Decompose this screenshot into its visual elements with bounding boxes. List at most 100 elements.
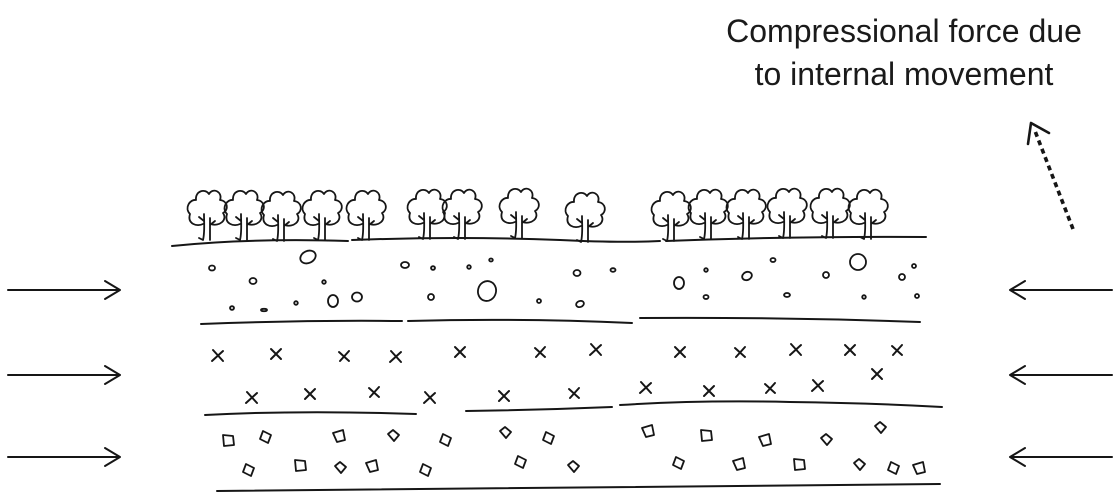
pebble-layer (208, 249, 920, 313)
boulder (820, 433, 833, 446)
annotation-label: Compressional force due to internal move… (726, 13, 1082, 92)
pebble (430, 265, 436, 271)
pebble (703, 267, 709, 273)
pebble (248, 277, 258, 285)
pebble (477, 280, 497, 302)
tree (406, 188, 448, 240)
pebble (898, 273, 906, 281)
pebble (769, 257, 777, 263)
boulder (732, 457, 746, 471)
pebble (673, 276, 685, 290)
tree (766, 187, 808, 239)
x-mark (534, 346, 546, 358)
boulder (887, 461, 900, 475)
boulder (439, 433, 452, 447)
boulder (700, 429, 713, 442)
x-mark (304, 388, 316, 400)
x-mark (703, 385, 715, 397)
internal-force-arrow-head (1026, 121, 1051, 146)
boulder (853, 458, 866, 471)
tree (345, 189, 387, 241)
boulder (419, 463, 432, 477)
pebble (229, 305, 235, 311)
x-mark (211, 349, 224, 362)
boulder (387, 429, 400, 442)
pebble (260, 307, 268, 313)
compression-arrow-right-bottom (1009, 447, 1113, 467)
annotation-line-1: Compressional force due (726, 13, 1082, 49)
pebble (321, 279, 327, 285)
pebble (783, 292, 791, 298)
x-mark (844, 344, 856, 356)
tree (650, 190, 692, 242)
internal-force-arrow-shaft (1033, 130, 1075, 230)
boulder (294, 459, 307, 472)
boulder (332, 429, 346, 443)
x-mark (764, 382, 776, 394)
tree (725, 188, 767, 240)
pebble (208, 264, 216, 272)
tree-row (186, 187, 889, 243)
x-mark (368, 386, 380, 398)
tree (498, 187, 540, 239)
boulder (641, 424, 655, 438)
boulder (514, 455, 527, 469)
pebble (822, 271, 830, 279)
layer-boundary-lower (204, 400, 943, 416)
pebble (427, 293, 435, 301)
tree (564, 191, 606, 243)
x-mark (389, 350, 402, 363)
tree (223, 189, 265, 241)
pebble (293, 300, 299, 306)
pebble (914, 293, 920, 299)
ground-surface (171, 235, 927, 247)
crystalline-layer (211, 343, 903, 404)
boulder (758, 433, 772, 447)
pebble (575, 299, 585, 309)
pebble (299, 249, 317, 265)
annotation-line-2: to internal movement (755, 56, 1054, 92)
pebble (351, 291, 363, 303)
tree (301, 189, 343, 241)
pebble (327, 294, 339, 308)
x-mark (871, 368, 883, 380)
layer-boundary-upper (200, 316, 921, 325)
pebble (861, 294, 867, 300)
tree (687, 188, 729, 240)
pebble (609, 267, 617, 273)
pebble (488, 257, 494, 263)
boulder (259, 430, 272, 444)
boulder (793, 458, 806, 471)
compression-arrow-right-middle (1009, 365, 1113, 385)
boulder (912, 461, 926, 475)
x-mark (811, 379, 824, 392)
compression-arrow-left-top (7, 280, 121, 300)
layer-boundary-bottom (216, 483, 941, 492)
x-mark (270, 348, 282, 360)
boulder (542, 431, 555, 445)
boulder (499, 426, 512, 439)
x-mark (674, 346, 686, 358)
pebble (466, 264, 472, 270)
x-mark (498, 390, 510, 402)
boulder (222, 434, 235, 447)
compression-arrow-left-bottom (7, 447, 121, 467)
x-mark (568, 387, 580, 399)
tree (441, 188, 483, 240)
pebble (572, 269, 582, 277)
pebble (702, 294, 710, 300)
boulder (672, 456, 685, 470)
boulder (334, 461, 347, 474)
x-mark (423, 391, 436, 404)
x-mark (245, 391, 258, 404)
internal-force-arrow (1026, 121, 1075, 230)
pebble (911, 263, 917, 269)
pebble (400, 261, 410, 269)
boulder (242, 463, 255, 477)
boulder (365, 459, 379, 473)
tree (809, 187, 851, 239)
x-mark (454, 346, 466, 358)
x-mark (789, 343, 802, 356)
x-mark (639, 381, 652, 394)
